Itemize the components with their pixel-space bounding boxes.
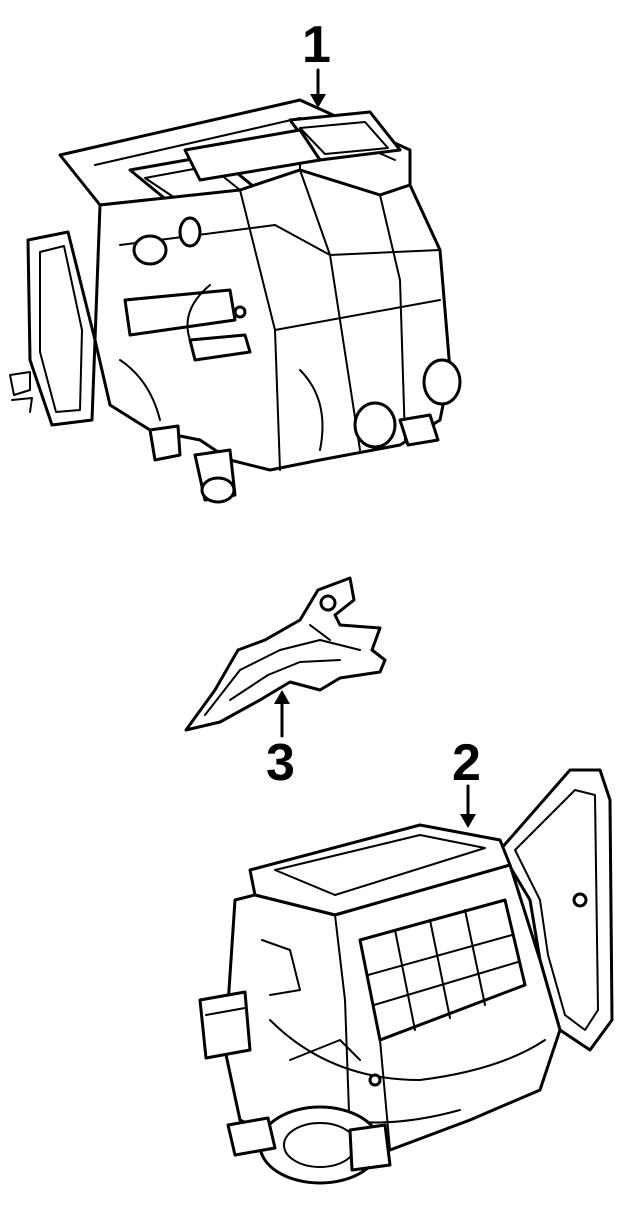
- callout-3-arrowhead: [274, 690, 290, 704]
- callout-2: 2: [452, 734, 481, 828]
- callout-1-label: 1: [302, 16, 331, 74]
- callout-2-arrowhead: [460, 814, 476, 828]
- part-3-bracket[interactable]: [184, 576, 387, 732]
- callout-3-label: 3: [266, 734, 295, 792]
- callout-1: 1: [302, 16, 331, 108]
- callout-2-label: 2: [452, 734, 481, 792]
- part-1-heater-case[interactable]: [9, 98, 462, 504]
- callout-3: 3: [266, 690, 295, 792]
- part-2-blower-case[interactable]: [198, 768, 614, 1185]
- callout-1-arrowhead: [310, 94, 326, 108]
